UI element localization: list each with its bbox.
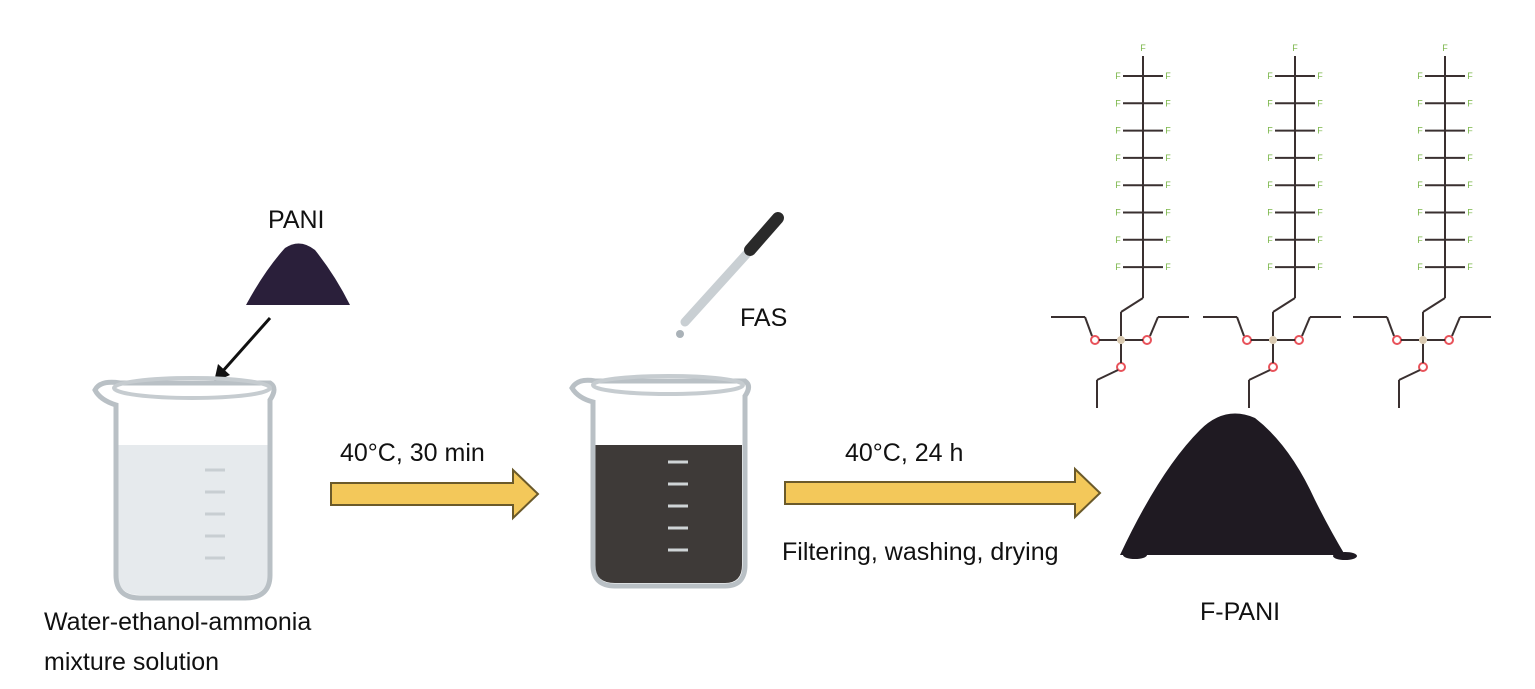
fas-label: FAS bbox=[740, 304, 788, 332]
fluorine-atom: F bbox=[1165, 153, 1171, 163]
fluorine-atom: F bbox=[1442, 43, 1448, 53]
oxygen-atom bbox=[1294, 335, 1304, 345]
fluorine-atom: F bbox=[1267, 153, 1273, 163]
fluorine-atom: F bbox=[1115, 235, 1121, 245]
fluorine-atom: F bbox=[1467, 235, 1473, 245]
fluorine-atom: F bbox=[1115, 153, 1121, 163]
fluorine-atom: F bbox=[1165, 71, 1171, 81]
solution-label-line1: Water-ethanol-ammonia bbox=[44, 608, 312, 636]
fluorine-atom: F bbox=[1267, 180, 1273, 190]
oxygen-atom bbox=[1444, 335, 1454, 345]
fluorine-atom: F bbox=[1467, 98, 1473, 108]
fluorine-atom: F bbox=[1115, 126, 1121, 136]
powder-grain bbox=[1123, 551, 1147, 559]
beaker-clear-solution bbox=[92, 376, 277, 601]
bond bbox=[1301, 316, 1311, 337]
powder-grain bbox=[1333, 552, 1357, 560]
step2-condition-label: 40°C, 24 h bbox=[845, 439, 964, 467]
bond bbox=[1149, 316, 1159, 337]
silicon-atom bbox=[1269, 336, 1277, 344]
fluorine-atom: F bbox=[1165, 180, 1171, 190]
oxygen-atom bbox=[1392, 335, 1402, 345]
fluorine-atom: F bbox=[1317, 126, 1323, 136]
fluorine-atom: F bbox=[1115, 208, 1121, 218]
bond bbox=[1272, 297, 1296, 313]
fas-molecule: F F F F F F F F F F F F F F F F F bbox=[1353, 43, 1491, 408]
fluorine-atom: F bbox=[1267, 235, 1273, 245]
fluorine-atom: F bbox=[1417, 126, 1423, 136]
fas-molecule: F F F F F F F F F F F F F F F F F bbox=[1051, 43, 1189, 408]
process-arrow-2 bbox=[784, 466, 1102, 520]
fluorine-atom: F bbox=[1165, 126, 1171, 136]
bond bbox=[1248, 369, 1271, 381]
fluorine-atom: F bbox=[1417, 98, 1423, 108]
f-pani-powder-pile bbox=[1120, 413, 1345, 555]
fluorine-atom: F bbox=[1267, 126, 1273, 136]
fluorine-atom: F bbox=[1467, 262, 1473, 272]
bond bbox=[1398, 369, 1421, 381]
step1-condition-label: 40°C, 30 min bbox=[340, 439, 485, 467]
fluorine-atom: F bbox=[1115, 180, 1121, 190]
fluorine-atom: F bbox=[1417, 153, 1423, 163]
pani-powder-pile bbox=[246, 243, 350, 305]
oxygen-atom bbox=[1116, 362, 1126, 372]
fluorine-atom: F bbox=[1317, 262, 1323, 272]
fluorine-atom: F bbox=[1115, 262, 1121, 272]
silicon-atom bbox=[1117, 336, 1125, 344]
oxygen-atom bbox=[1090, 335, 1100, 345]
fas-molecule: F F F F F F F F F F F F F F F F F bbox=[1203, 43, 1341, 408]
fluorine-atom: F bbox=[1165, 98, 1171, 108]
fluorine-atom: F bbox=[1140, 43, 1146, 53]
fluorine-atom: F bbox=[1467, 153, 1473, 163]
fluorine-atom: F bbox=[1317, 235, 1323, 245]
fluorine-atom: F bbox=[1267, 208, 1273, 218]
fluorine-atom: F bbox=[1417, 235, 1423, 245]
process-arrow-1 bbox=[330, 467, 540, 521]
fluorine-atom: F bbox=[1317, 208, 1323, 218]
fluorine-atom: F bbox=[1115, 98, 1121, 108]
fluorine-atom: F bbox=[1115, 71, 1121, 81]
bond bbox=[1386, 316, 1395, 337]
fluorine-atom: F bbox=[1267, 98, 1273, 108]
fluorine-atom: F bbox=[1467, 208, 1473, 218]
bond bbox=[1084, 316, 1093, 337]
bond bbox=[1120, 297, 1144, 313]
fluorine-atom: F bbox=[1317, 153, 1323, 163]
step2-process-label: Filtering, washing, drying bbox=[782, 538, 1059, 566]
fluorine-atom: F bbox=[1292, 43, 1298, 53]
fluorine-atom: F bbox=[1267, 262, 1273, 272]
fluorine-atom: F bbox=[1317, 71, 1323, 81]
oxygen-atom bbox=[1142, 335, 1152, 345]
fluorine-atom: F bbox=[1317, 180, 1323, 190]
fluorine-atom: F bbox=[1317, 98, 1323, 108]
fluorine-atom: F bbox=[1417, 208, 1423, 218]
fluorine-atom: F bbox=[1165, 262, 1171, 272]
pani-label: PANI bbox=[268, 206, 325, 234]
dropper-icon bbox=[676, 212, 784, 338]
fluorine-atom: F bbox=[1165, 208, 1171, 218]
fluorine-atom: F bbox=[1165, 235, 1171, 245]
bond bbox=[1096, 369, 1119, 381]
silicon-atom bbox=[1419, 336, 1427, 344]
solution-label-line2: mixture solution bbox=[44, 648, 220, 676]
fluorine-atom: F bbox=[1467, 180, 1473, 190]
fluorine-atom: F bbox=[1267, 71, 1273, 81]
fluorine-atom: F bbox=[1417, 180, 1423, 190]
fluorine-atom: F bbox=[1467, 126, 1473, 136]
fluorine-atom: F bbox=[1417, 262, 1423, 272]
fluorine-atom: F bbox=[1467, 71, 1473, 81]
fluorine-atom: F bbox=[1417, 71, 1423, 81]
beaker-dark-solution bbox=[569, 374, 751, 589]
oxygen-atom bbox=[1242, 335, 1252, 345]
oxygen-atom bbox=[1268, 362, 1278, 372]
product-label: F-PANI bbox=[1200, 598, 1281, 626]
bond bbox=[1451, 316, 1461, 337]
bond bbox=[1422, 297, 1446, 313]
bond bbox=[1236, 316, 1245, 337]
oxygen-atom bbox=[1418, 362, 1428, 372]
add-arrow-line bbox=[220, 317, 272, 373]
